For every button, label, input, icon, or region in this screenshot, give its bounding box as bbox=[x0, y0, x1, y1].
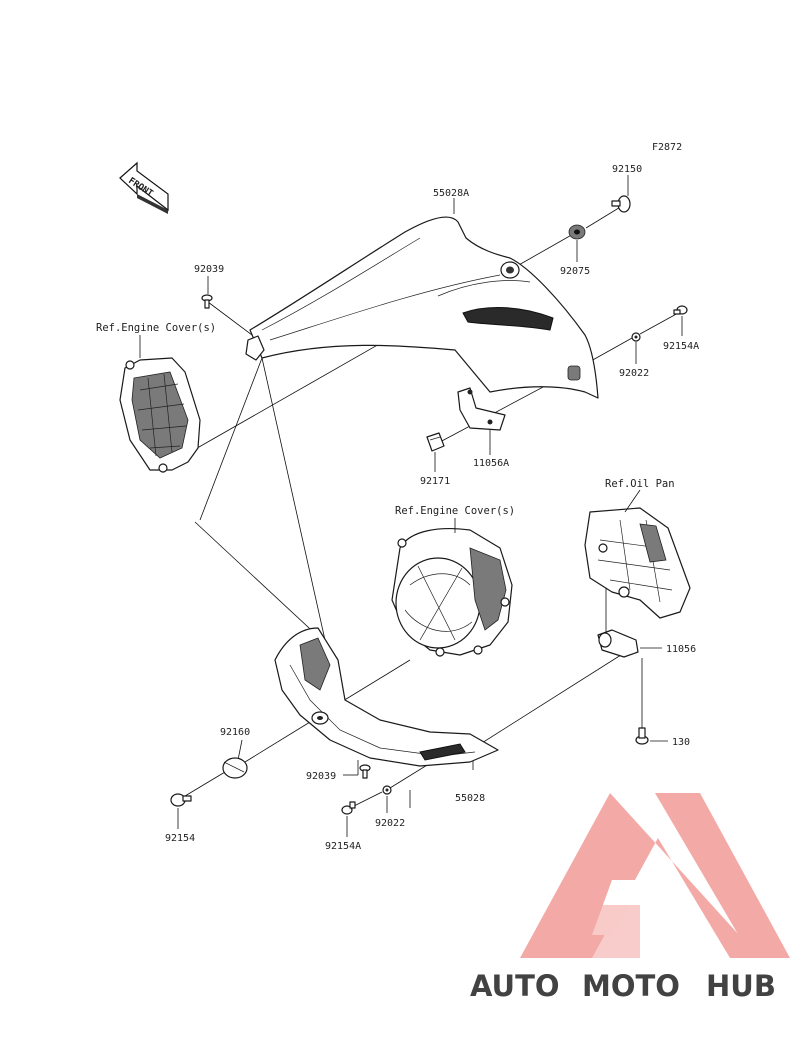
label-92171: 92171 bbox=[420, 476, 450, 487]
damper-92160-part bbox=[222, 757, 248, 779]
bracket-11056-part bbox=[597, 629, 639, 658]
label-92154: 92154 bbox=[165, 833, 195, 844]
watermark-brand-auto: AUTO bbox=[470, 969, 560, 1003]
label-55028a: 55028A bbox=[433, 188, 469, 199]
lower-cowl-part bbox=[274, 627, 499, 767]
label-92039-top: 92039 bbox=[194, 264, 224, 275]
label-ref-engine-cover-center: Ref.Engine Cover(s) bbox=[395, 505, 515, 517]
label-130: 130 bbox=[672, 737, 690, 748]
watermark-logo: AUTO MOTO HUB bbox=[470, 793, 790, 1003]
label-11056: 11056 bbox=[666, 644, 696, 655]
washer-92022-top-part bbox=[631, 332, 641, 342]
label-ref-engine-cover-left: Ref.Engine Cover(s) bbox=[96, 322, 216, 334]
screw-92154-part bbox=[170, 793, 192, 807]
upper-cowl-part bbox=[245, 216, 599, 399]
bolt-92150-part bbox=[611, 195, 631, 213]
label-92022-bottom: 92022 bbox=[375, 818, 405, 829]
screw-92039-bottom-part bbox=[359, 764, 371, 779]
label-leader-ticks bbox=[139, 240, 683, 837]
oil-pan-part bbox=[584, 507, 691, 619]
screw-92039-top-part bbox=[201, 294, 213, 309]
bolt-130-part bbox=[635, 727, 649, 745]
label-ref-oil-pan: Ref.Oil Pan bbox=[605, 478, 675, 490]
bracket-11056a-part bbox=[457, 387, 506, 431]
part-labels: 92150 55028A 92075 92039 92154A 92022 92… bbox=[96, 164, 699, 852]
label-92160: 92160 bbox=[220, 727, 250, 738]
watermark-brand-moto: MOTO bbox=[582, 969, 680, 1003]
label-11056a: 11056A bbox=[473, 458, 509, 469]
watermark-brand-hub: HUB bbox=[706, 969, 776, 1003]
label-92039-bottom: 92039 bbox=[306, 771, 336, 782]
label-92150: 92150 bbox=[612, 164, 642, 175]
label-92154a-bottom: 92154A bbox=[325, 841, 361, 852]
figure-code: F2872 bbox=[652, 142, 682, 153]
engine-cover-left-part bbox=[119, 357, 201, 473]
screw-92154a-top-part bbox=[673, 305, 688, 315]
label-55028: 55028 bbox=[455, 793, 485, 804]
label-92022-top: 92022 bbox=[619, 368, 649, 379]
grommet-92075-part bbox=[568, 224, 586, 240]
label-92075: 92075 bbox=[560, 266, 590, 277]
engine-cover-center-part bbox=[391, 528, 513, 657]
washer-92022-bottom-part bbox=[382, 785, 392, 795]
assembly-lines bbox=[184, 175, 681, 809]
front-arrow-icon: FRONT bbox=[119, 161, 169, 214]
screw-92154a-bottom-part bbox=[341, 801, 356, 815]
label-92154a-top: 92154A bbox=[663, 341, 699, 352]
clip-92171-part bbox=[426, 432, 445, 452]
